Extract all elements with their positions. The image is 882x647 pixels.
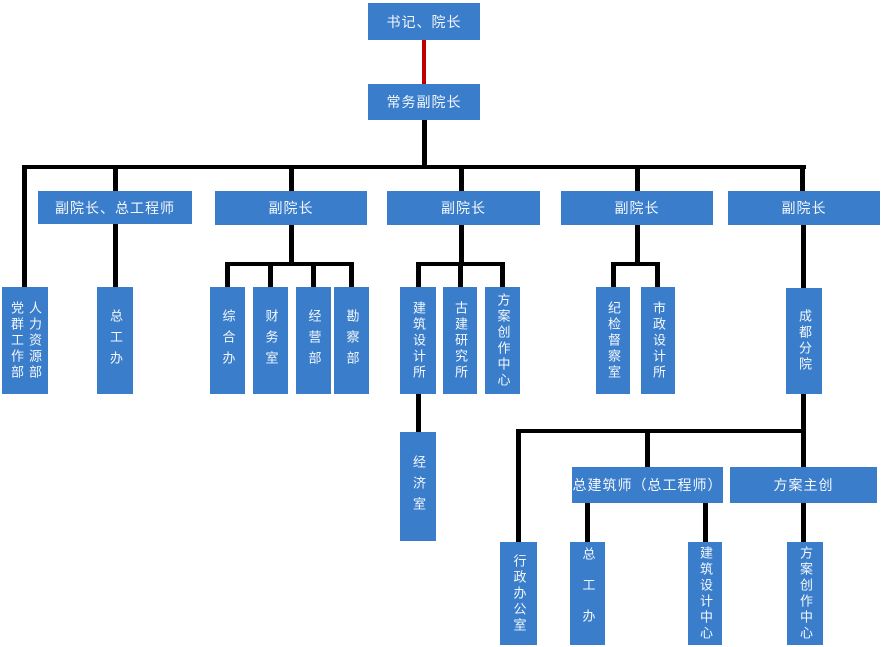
connector-drop-branch-chief-eng-office [585, 503, 590, 542]
node-arch-design-center: 建筑设计中心 [688, 542, 722, 645]
node-scheme-creation-center: 方案创作中心 [485, 287, 520, 394]
node-label-party-mass-dept: 党群工作部 [9, 300, 24, 381]
connector-drop-party-hr [22, 169, 27, 287]
node-chengdu-branch: 成都分院 [786, 288, 822, 394]
connector-vp2-stem [459, 225, 464, 262]
node-label: 建筑设计中心 [698, 545, 713, 642]
connector-drop-general-office [225, 266, 230, 287]
connector-drop-scheme-lead [801, 433, 806, 467]
connector-vp1-stem [289, 225, 294, 262]
connector-evd-stem [422, 120, 427, 165]
node-vice-dean-4: 副院长 [728, 191, 880, 225]
node-label: 总工办 [108, 309, 123, 372]
connector-branch-bus [516, 429, 806, 433]
node-label: 建筑设计所 [411, 300, 426, 381]
node-label: 勘察部 [344, 309, 360, 372]
connector-drop-vp3 [635, 169, 640, 191]
node-party-mass-and-hr-dept: 党群工作部 人力资源部 [2, 287, 48, 394]
connector-drop-scheme-creation-center [500, 266, 505, 287]
node-chief-architect: 总建筑师（总工程师） [572, 467, 723, 503]
node-finance-office: 财务室 [253, 287, 288, 394]
node-label: 方案创作中心 [495, 292, 511, 389]
connector-to-economy-office [416, 394, 421, 432]
connector-chengdu-branch-stem [801, 394, 806, 429]
connector-vp2-bus [416, 262, 505, 266]
node-label: 书记、院长 [386, 13, 462, 30]
node-secretary-dean: 书记、院长 [368, 3, 480, 40]
connector-drop-vp4 [800, 169, 805, 191]
node-label: 副院长 [268, 200, 314, 216]
node-vice-dean-2: 副院长 [387, 191, 540, 225]
node-label: 财务室 [263, 309, 279, 372]
node-business-dept: 经营部 [296, 287, 331, 394]
node-label-hr-dept: 人力资源部 [27, 300, 42, 381]
connector-vp4-to-chengdu-branch [801, 225, 806, 288]
node-label: 经营部 [306, 309, 322, 372]
node-branch-scheme-creation-center: 方案创作中心 [787, 542, 823, 645]
node-admin-office: 行政办公室 [500, 542, 537, 645]
connector-vp3-bus [611, 262, 660, 266]
node-vp-chief-engineer: 副院长、总工程师 [38, 191, 192, 224]
connector-vpce-to-chief-eng-office [113, 224, 118, 287]
node-label: 总工办 [580, 547, 596, 640]
node-arch-design-institute: 建筑设计所 [400, 287, 436, 394]
connector-drop-vp-chief-engineer [113, 169, 118, 191]
node-label: 总建筑师（总工程师） [572, 477, 723, 493]
node-vice-dean-3: 副院长 [561, 191, 713, 225]
node-label: 副院长、总工程师 [55, 199, 175, 216]
node-label: 市政设计所 [651, 300, 666, 381]
node-label: 副院长 [781, 200, 827, 216]
node-discipline-inspection-office: 纪检督察室 [596, 287, 630, 394]
node-ancient-arch-institute: 古建研究所 [443, 287, 477, 394]
node-label: 古建研究所 [453, 300, 468, 381]
node-branch-chief-eng-office: 总工办 [570, 542, 605, 645]
connector-drop-finance-office [268, 266, 273, 287]
node-exec-vice-dean: 常务副院长 [368, 84, 480, 120]
connector-drop-arch-design-center [703, 503, 708, 542]
node-label: 副院长 [614, 200, 660, 216]
node-label: 行政办公室 [511, 553, 527, 634]
node-scheme-lead: 方案主创 [730, 467, 877, 503]
node-label: 纪检督察室 [606, 300, 621, 381]
connector-drop-vp2 [459, 169, 464, 191]
connector-drop-ancient-arch-institute [458, 266, 463, 287]
connector-vp3-stem [635, 225, 640, 262]
node-general-office: 综合办 [210, 287, 245, 394]
connector-drop-arch-design-institute [416, 266, 421, 287]
node-label: 经济室 [411, 455, 426, 518]
node-vice-dean-1: 副院长 [215, 191, 367, 225]
connector-drop-branch-scheme-creation-center [801, 503, 806, 542]
node-label: 副院长 [441, 200, 486, 216]
connector-drop-survey-dept [349, 266, 354, 287]
node-survey-dept: 勘察部 [334, 287, 369, 394]
node-economy-office: 经济室 [400, 432, 436, 541]
connector-drop-admin-office [516, 433, 521, 542]
node-municipal-design-institute: 市政设计所 [641, 287, 675, 394]
node-chief-eng-office: 总工办 [97, 287, 133, 394]
connector-drop-vp1 [289, 169, 294, 191]
connector-vp1-bus [225, 262, 354, 266]
node-label: 方案主创 [773, 477, 834, 493]
connector-drop-discipline-office [611, 266, 616, 287]
connector-drop-municipal-design [655, 266, 660, 287]
node-label: 方案创作中心 [798, 545, 813, 642]
node-label: 常务副院长 [386, 94, 462, 110]
node-label: 成都分院 [797, 309, 812, 373]
connector-drop-chief-architect [645, 433, 650, 467]
node-label: 综合办 [220, 309, 236, 372]
connector-main-bus [22, 165, 806, 169]
connector-root-red [422, 40, 426, 84]
connector-drop-business-dept [311, 266, 316, 287]
